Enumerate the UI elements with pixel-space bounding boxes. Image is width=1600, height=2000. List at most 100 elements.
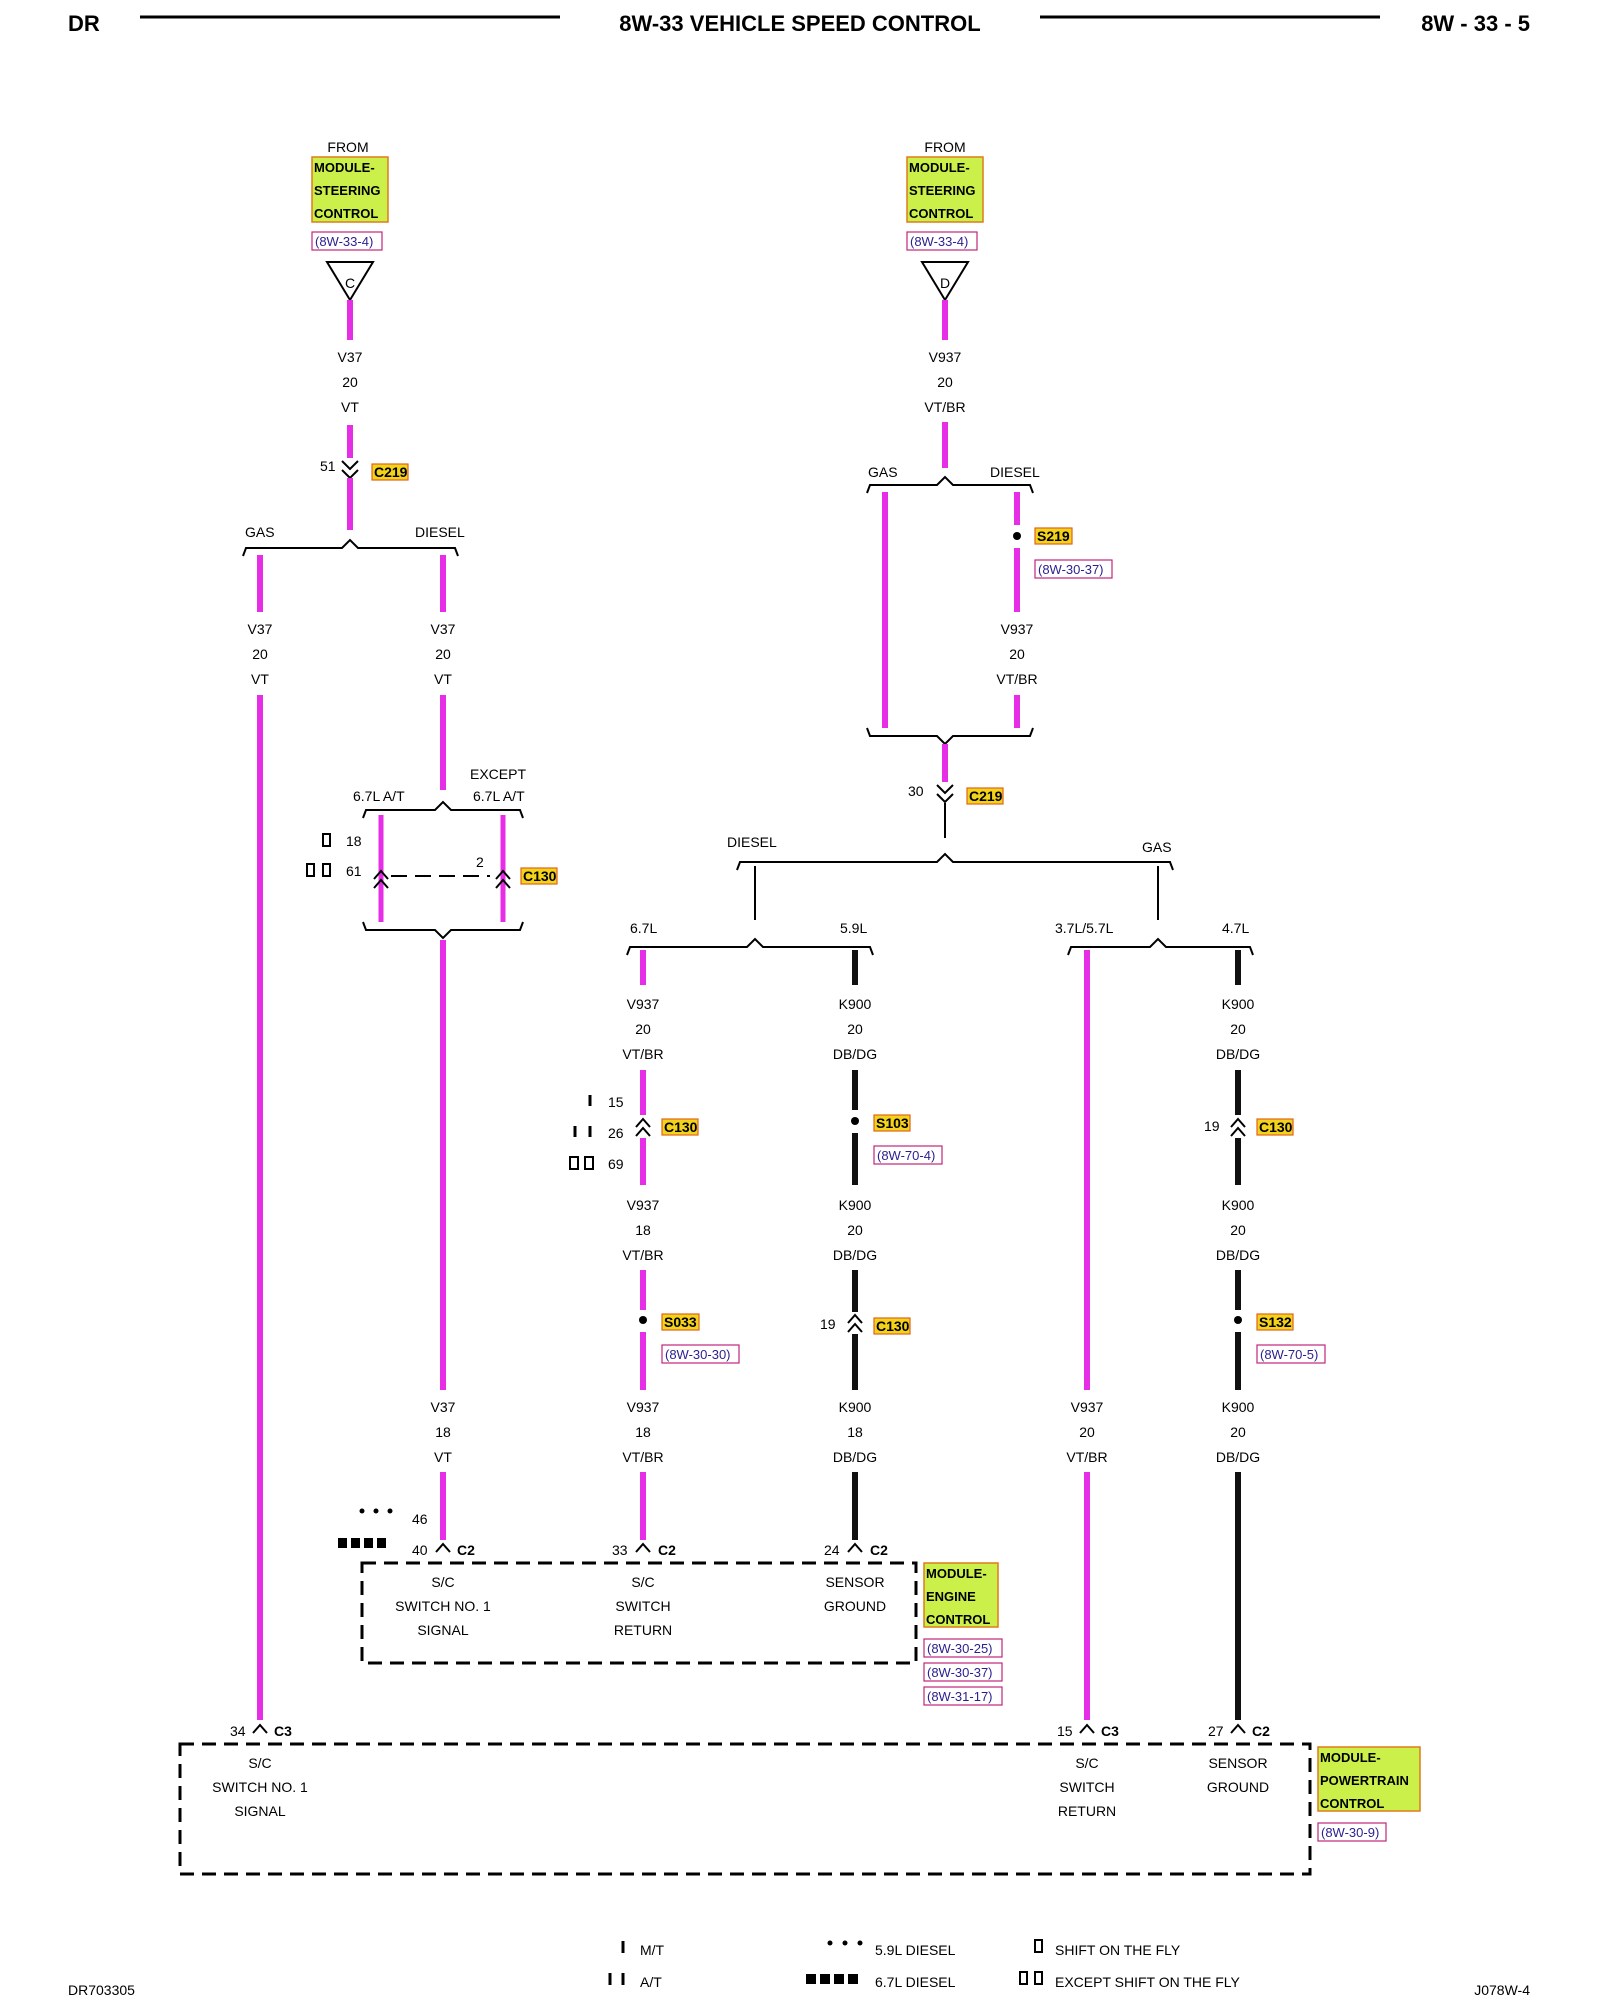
page-header: DR 8W-33 VEHICLE SPEED CONTROL 8W - 33 -… (68, 11, 1530, 36)
left-module-line-1: MODULE- (314, 160, 375, 175)
c219-left-label: C219 (374, 464, 408, 480)
ecm-module-box (923, 1562, 999, 1628)
legend-except-shift-symbol-b (1034, 1971, 1043, 1985)
v37-gas-circuit: V37 (248, 621, 273, 637)
legend-59-dot-a (827, 1940, 833, 1946)
diesel67-sq-d (377, 1538, 386, 1548)
c2-label-d: C2 (1252, 1723, 1270, 1739)
c219-right-connector-mark (936, 784, 954, 804)
k900-47-b-gauge: 20 (1230, 1222, 1246, 1238)
pcm-term1-line2: SWITCH NO. 1 (212, 1779, 308, 1795)
diesel-67-59-bracket (626, 937, 874, 956)
v937-67-c-gauge: 18 (635, 1424, 651, 1440)
v37-diesel-gauge: 20 (435, 646, 451, 662)
ecm-term2-line2: SWITCH (615, 1598, 670, 1614)
ecm-ref1-box (923, 1638, 1003, 1658)
ecm-ref2: (8W-30-37) (927, 1665, 993, 1680)
legend-at: A/T (640, 1974, 662, 1990)
left-module-line-3: CONTROL (314, 206, 378, 221)
left-connector-letter: C (345, 275, 355, 291)
left-gas-diesel-bracket (242, 538, 459, 557)
ecm-term1-line1: S/C (431, 1574, 454, 1590)
pin-15-c3: 15 (1057, 1723, 1073, 1739)
pin-24: 24 (824, 1542, 840, 1558)
diesel59-dot-c (387, 1508, 393, 1514)
pin-30: 30 (908, 783, 924, 799)
branch-59l: 5.9L (840, 920, 867, 936)
c2-pin40-mark (435, 1542, 451, 1553)
v937-67-c-color: VT/BR (622, 1449, 663, 1465)
powertrain-control-module: 34 C3 15 C3 27 C2 S/C SWITCH NO. 1 SIGNA… (178, 1723, 1421, 1876)
footer-right: J078W-4 (1474, 1982, 1530, 1998)
pin-15: 15 (608, 1094, 624, 1110)
pin-18: 18 (346, 833, 362, 849)
c130-47-label: C130 (1259, 1119, 1293, 1135)
k900-59-c-color: DB/DG (833, 1449, 877, 1465)
s103-label-box (873, 1114, 911, 1132)
diesel67-sq-a (338, 1538, 347, 1548)
c2-pin27-mark (1230, 1723, 1246, 1734)
pin-69: 69 (608, 1156, 624, 1172)
v937-top-gauge: 20 (937, 374, 953, 390)
v937-37-circuit: V937 (1071, 1399, 1104, 1415)
s132-ref: (8W-70-5) (1260, 1347, 1318, 1362)
k900-47-a-color: DB/DG (1216, 1046, 1260, 1062)
pcm-module-line3: CONTROL (1320, 1796, 1384, 1811)
right-module-ref: (8W-33-4) (910, 234, 968, 249)
lower-diesel-gas-bracket (736, 852, 1174, 871)
c3-label-b: C3 (1101, 1723, 1119, 1739)
diesel67-sq-c (364, 1538, 373, 1548)
shift-on-fly-symbol (322, 833, 331, 847)
k900-59-b-color: DB/DG (833, 1247, 877, 1263)
s103-ref: (8W-70-4) (877, 1148, 935, 1163)
right-merge-bracket (866, 727, 1034, 746)
at-split-bracket-top (362, 800, 524, 819)
c3-label-a: C3 (274, 1723, 292, 1739)
pin-2: 2 (476, 854, 484, 870)
right-branch-gas: GAS (868, 464, 898, 480)
pcm-dashed-box (178, 1742, 1312, 1876)
c130-67-mark (635, 1117, 651, 1137)
pin-19-47: 19 (1204, 1118, 1220, 1134)
v937-67-a-color: VT/BR (622, 1046, 663, 1062)
v937-37-gauge: 20 (1079, 1424, 1095, 1440)
v37-gas-gauge: 20 (252, 646, 268, 662)
pcm-term2-line1: S/C (1075, 1755, 1098, 1771)
ecm-ref1: (8W-30-25) (927, 1641, 993, 1656)
right-source: FROM MODULE- STEERING CONTROL (8W-33-4) … (906, 139, 984, 302)
v937-top-color: VT/BR (924, 399, 965, 415)
pin-19-59: 19 (820, 1316, 836, 1332)
k900-59-a-color: DB/DG (833, 1046, 877, 1062)
c3-pin34-mark (252, 1723, 268, 1734)
k900-47-b-circuit: K900 (1222, 1197, 1255, 1213)
c130-except-mark (495, 869, 511, 889)
except-shift-symbol-d (584, 1156, 594, 1170)
c130-67-label: C130 (664, 1119, 698, 1135)
left-branch-diesel: DIESEL (415, 524, 465, 540)
gas-37-47-bracket (1067, 937, 1254, 956)
right-gas-diesel-bracket (866, 475, 1034, 494)
pin-33: 33 (612, 1542, 628, 1558)
k900-47-a-gauge: 20 (1230, 1021, 1246, 1037)
k900-59-b-gauge: 20 (847, 1222, 863, 1238)
legend-shift-on-fly: SHIFT ON THE FLY (1055, 1942, 1181, 1958)
legend-except-shift-on-fly: EXCEPT SHIFT ON THE FLY (1055, 1974, 1241, 1990)
v937-67-a-gauge: 20 (635, 1021, 651, 1037)
v937-67-a-circuit: V937 (627, 996, 660, 1012)
s033-label-box (661, 1313, 700, 1331)
pin-27: 27 (1208, 1723, 1224, 1739)
legend-shift-symbol (1034, 1939, 1043, 1953)
c219-left-connector-mark (341, 460, 359, 480)
v37-diesel-circuit: V37 (431, 621, 456, 637)
ecm-ref3: (8W-31-17) (927, 1689, 993, 1704)
c3-pin15-mark (1079, 1723, 1095, 1734)
branch-except-67-at: 6.7L A/T (473, 788, 525, 804)
right-connector-triangle (920, 261, 970, 302)
c130-at-mark (373, 869, 389, 889)
pcm-term3-line2: GROUND (1207, 1779, 1269, 1795)
s219-splice-dot (1013, 532, 1021, 540)
ecm-module-line3: CONTROL (926, 1612, 990, 1627)
footer-left: DR703305 (68, 1982, 135, 1998)
v37-top-gauge: 20 (342, 374, 358, 390)
